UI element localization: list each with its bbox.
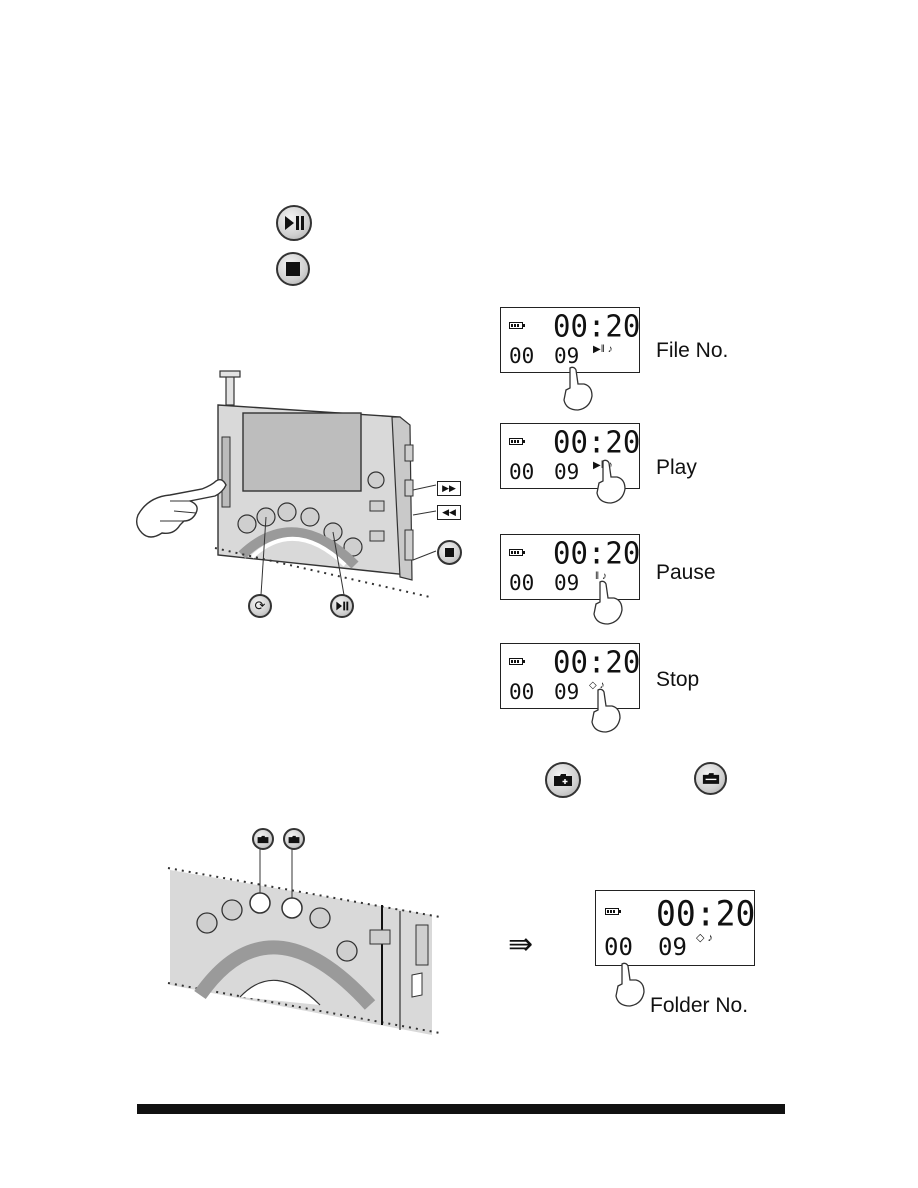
lcd-file-number: 09 [554,680,580,704]
folder-down-small-icon [283,828,305,850]
folder-up-icon [554,774,572,786]
pause-indicator-icon: ‖ ♪ [595,571,607,582]
lcd-label-folder-no: Folder No. [650,994,749,1017]
lcd-file-number: 09 [554,344,580,368]
fast-forward-icon: ▶▶ [437,481,461,496]
play-pause-icon [285,216,304,230]
right-arrow-icon: ⇛ [508,928,534,961]
lcd-folder-number: 00 [509,680,535,704]
battery-icon [509,438,525,445]
device-illustration-top [135,370,437,598]
device-stop-icon [437,540,462,565]
folder-up-button-icon [545,762,581,798]
lcd-file-number: 09 [554,460,580,484]
play-pause-button-icon [276,205,312,241]
stop-button-icon [276,252,310,286]
folder-down-button-icon [694,762,727,795]
lcd-time: 00:20 [553,308,641,344]
lcd-time: 00:20 [656,893,756,934]
lcd-panel-pause: 00:20 00 09 ‖ ♪ [500,534,640,600]
lcd-folder-number: 00 [604,933,633,961]
stop-icon [286,262,300,276]
battery-icon [509,322,525,329]
lcd-file-number: 09 [554,571,580,595]
lcd-folder-number: 00 [509,460,535,484]
device-play-pause-icon [330,594,354,618]
battery-icon [509,658,525,665]
hand-pointer-icon [596,459,626,504]
device-illustration-bottom [167,849,441,1035]
hand-pointer-icon [591,688,621,733]
lcd-panel-file: 00:20 00 09 ▶‖ ♪ [500,307,640,373]
lcd-panel-folder: 00:20 00 09 ◇ ♪ [595,890,755,966]
lcd-folder-number: 00 [509,344,535,368]
lcd-panel-stop: 00:20 00 09 ◇ ♪ [500,643,640,709]
hand-pointer-icon [615,962,645,1007]
battery-icon [509,549,525,556]
hand-pointer-icon [563,366,593,411]
lcd-file-number: 09 [658,933,687,961]
lcd-label-file-no: File No. [656,339,729,362]
lcd-folder-number: 00 [509,571,535,595]
lcd-label-stop: Stop [656,668,700,691]
battery-icon [605,908,621,915]
lcd-time: 00:20 [553,535,641,571]
rewind-icon: ◀◀ [437,505,461,520]
stop-indicator-icon: ◇ ♪ [589,680,605,691]
lcd-label-play: Play [656,456,697,479]
folder-down-icon [702,773,719,784]
folder-up-small-icon [252,828,274,850]
play-pause-indicator-icon: ▶‖ ♪ [593,344,613,355]
lcd-time: 00:20 [553,644,641,680]
stop-indicator-icon: ◇ ♪ [696,932,714,944]
footer-bar [137,1104,785,1114]
repeat-icon: ⟳ [248,594,272,618]
hand-pointer-icon [593,580,623,625]
lcd-time: 00:20 [553,424,641,460]
lcd-label-pause: Pause [656,561,716,584]
